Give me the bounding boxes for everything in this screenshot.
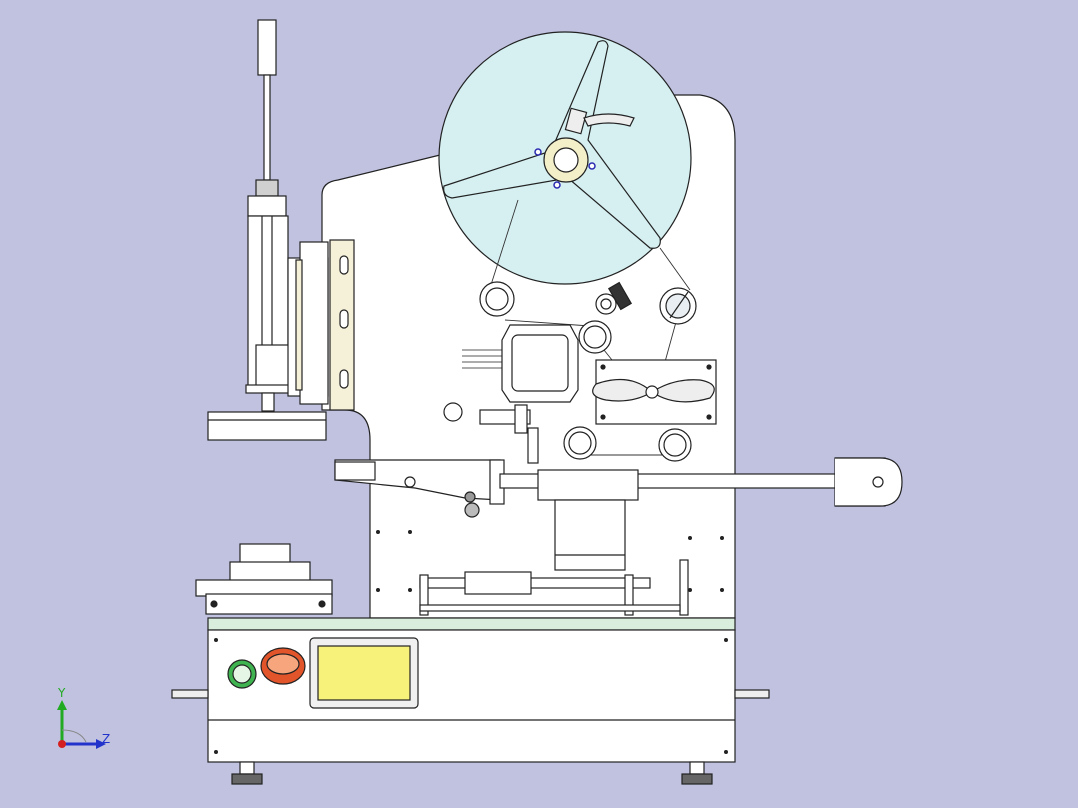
touch-screen-display[interactable] [309,637,419,709]
guide-roller-1 [479,281,515,317]
axis-y-label: Y [58,686,66,700]
linear-guide [419,559,689,616]
red-stop-button[interactable] [260,647,306,685]
axis-triad-icon [57,700,106,749]
side-fixture [195,543,333,615]
conveyor-arm [334,457,903,518]
plate-screws [376,530,724,592]
guide-block [554,499,626,571]
stepper-motor [462,324,579,403]
brake-roller [659,287,697,325]
leveling-feet [231,761,713,785]
guide-roller-2 [578,320,612,354]
label-reel[interactable] [438,31,692,285]
hole [443,402,463,422]
axis-z-label: Z [102,732,111,746]
sensor-assembly [479,404,539,464]
air-fitting-left [171,689,209,699]
tension-knob-icon [607,281,633,311]
tension-roller [595,293,617,315]
base-cabinet [171,617,770,785]
press-pad [207,411,327,441]
green-start-button[interactable] [227,659,257,689]
slide-mount-plate [287,239,355,411]
reel-hub-icon [543,137,589,183]
reel-spokes [443,40,661,249]
air-fitting-right [734,689,770,699]
guide-rollers [443,281,697,462]
guide-roller-4 [658,428,692,462]
reel-lock-lever [564,107,635,135]
press-cylinder [207,19,327,441]
guide-roller-3 [563,426,597,460]
peel-bracket [592,359,717,425]
cylinder-cap [257,19,277,76]
hub-bolts [534,148,596,189]
